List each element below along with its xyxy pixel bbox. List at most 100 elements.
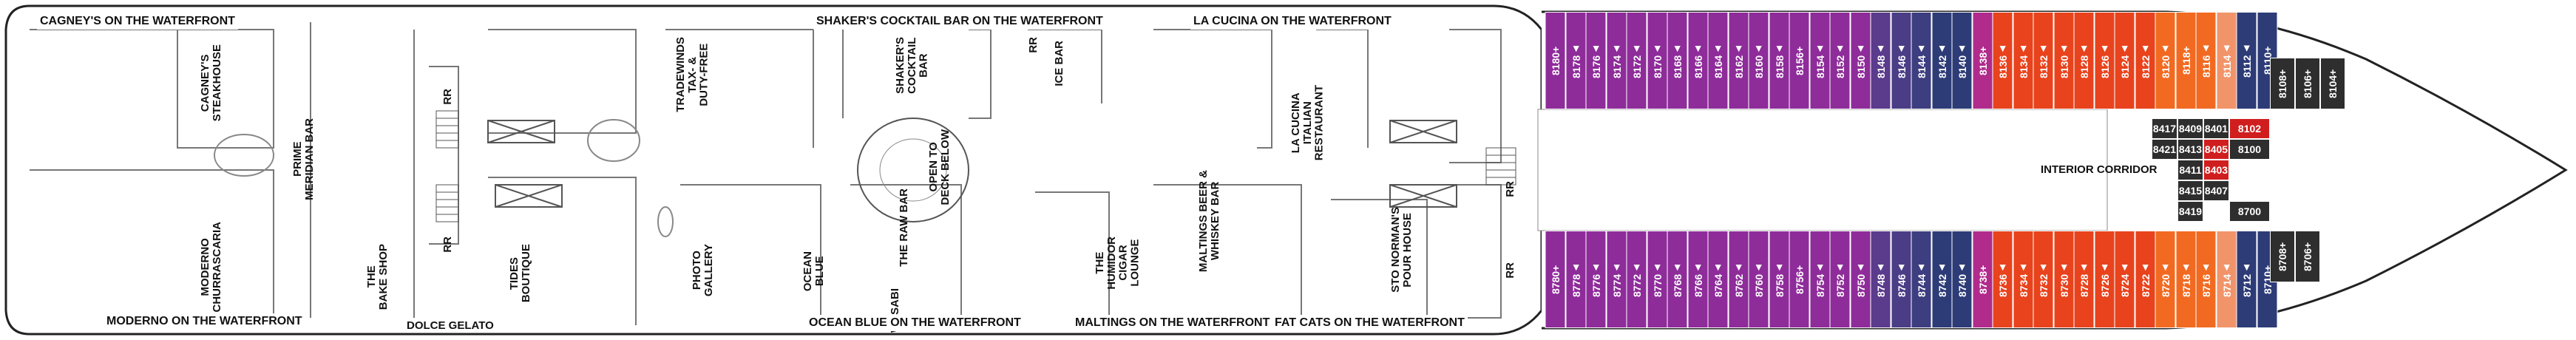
- ice-bar-label: ICE BAR: [1053, 41, 1065, 86]
- interior-suite[interactable]: 8419: [2177, 201, 2203, 222]
- interior-suite[interactable]: 8421: [2152, 139, 2177, 160]
- interior-suite[interactable]: 8403: [2203, 160, 2229, 180]
- interior-suite[interactable]: 8700: [2229, 201, 2270, 222]
- la-cucina-waterfront-label: LA CUCINA ON THE WATERFRONT: [1190, 13, 1394, 30]
- interior-suite[interactable]: 8100: [2229, 139, 2270, 160]
- planter: [587, 119, 640, 162]
- port-cabin[interactable]: 8126▲: [2094, 12, 2115, 109]
- restroom-label-4: RR: [1504, 181, 1516, 197]
- port-cabin[interactable]: 8156+: [1789, 12, 1810, 109]
- port-cabin[interactable]: 8172▲: [1627, 12, 1647, 109]
- starboard-cabin[interactable]: 8718▲: [2175, 231, 2196, 328]
- interior-suite[interactable]: 8411: [2177, 160, 2203, 180]
- interior-suite[interactable]: 8102: [2229, 118, 2270, 139]
- port-bow-cabin[interactable]: 8106+: [2295, 58, 2320, 109]
- port-cabin[interactable]: 8114▲: [2216, 12, 2237, 109]
- starboard-cabin[interactable]: 8770▲: [1647, 231, 1667, 328]
- interior-suite[interactable]: 8405: [2203, 139, 2229, 160]
- starboard-cabin[interactable]: 8720▲: [2155, 231, 2176, 328]
- starboard-bow-cabin[interactable]: 8708+: [2270, 231, 2295, 282]
- starboard-cabin[interactable]: 8776▲: [1586, 231, 1607, 328]
- starboard-cabin[interactable]: 8742▲: [1931, 231, 1952, 328]
- port-bow-cabin[interactable]: 8104+: [2320, 58, 2345, 109]
- port-cabin[interactable]: 8148▲: [1871, 12, 1891, 109]
- port-cabin[interactable]: 8124▲: [2115, 12, 2135, 109]
- starboard-cabin[interactable]: 8728▲: [2074, 231, 2095, 328]
- port-cabin[interactable]: 8164▲: [1708, 12, 1729, 109]
- port-cabin[interactable]: 8178▲: [1565, 12, 1586, 109]
- port-cabin[interactable]: 8158▲: [1769, 12, 1789, 109]
- starboard-cabin[interactable]: 8764▲: [1708, 231, 1729, 328]
- photo-gallery-label: PHOTO GALLERY: [691, 244, 715, 297]
- interior-suite[interactable]: 8417: [2152, 118, 2177, 139]
- starboard-cabin[interactable]: 8716▲: [2196, 231, 2217, 328]
- starboard-cabin[interactable]: 8762▲: [1728, 231, 1749, 328]
- starboard-cabin[interactable]: 8734▲: [2013, 231, 2033, 328]
- port-cabin[interactable]: 8174▲: [1606, 12, 1627, 109]
- starboard-cabin[interactable]: 8712▲: [2237, 231, 2257, 328]
- starboard-cabin[interactable]: 8730▲: [2053, 231, 2074, 328]
- port-cabin[interactable]: 8162▲: [1728, 12, 1749, 109]
- port-cabin[interactable]: 8132▲: [2033, 12, 2054, 109]
- starboard-cabin[interactable]: 8778▲: [1565, 231, 1586, 328]
- port-cabin[interactable]: 8180+: [1545, 12, 1566, 109]
- port-cabin[interactable]: 8122▲: [2135, 12, 2155, 109]
- port-cabin[interactable]: 8130▲: [2053, 12, 2074, 109]
- port-cabin[interactable]: 8176▲: [1586, 12, 1607, 109]
- port-cabin[interactable]: 8152▲: [1830, 12, 1851, 109]
- interior-suite[interactable]: 8415: [2177, 180, 2203, 201]
- port-cabin[interactable]: 8154▲: [1809, 12, 1830, 109]
- interior-suite[interactable]: 8401: [2203, 118, 2229, 139]
- starboard-cabin[interactable]: 8738+: [1972, 231, 1993, 328]
- port-cabin[interactable]: 8168▲: [1667, 12, 1688, 109]
- starboard-cabin[interactable]: 8732▲: [2033, 231, 2054, 328]
- port-cabin[interactable]: 8160▲: [1749, 12, 1769, 109]
- starboard-cabin[interactable]: 8744▲: [1911, 231, 1932, 328]
- starboard-cabin[interactable]: 8714▲: [2216, 231, 2237, 328]
- starboard-cabin[interactable]: 8758▲: [1769, 231, 1789, 328]
- planter-boxes: [487, 120, 1457, 208]
- interior-suite[interactable]: 8413: [2177, 139, 2203, 160]
- port-cabin[interactable]: 8144▲: [1911, 12, 1932, 109]
- port-cabin[interactable]: 8112▲: [2237, 12, 2257, 109]
- port-cabin[interactable]: 8118+: [2175, 12, 2196, 109]
- starboard-cabin[interactable]: 8768▲: [1667, 231, 1688, 328]
- restroom-label-3: RR: [1027, 37, 1040, 53]
- port-cabin[interactable]: 8120▲: [2155, 12, 2176, 109]
- starboard-cabin[interactable]: 8722▲: [2135, 231, 2155, 328]
- cagneys-waterfront-label: CAGNEY'S ON THE WATERFRONT: [37, 13, 238, 30]
- starboard-cabin[interactable]: 8760▲: [1749, 231, 1769, 328]
- starboard-cabin[interactable]: 8750▲: [1850, 231, 1871, 328]
- interior-suite[interactable]: 8407: [2203, 180, 2229, 201]
- starboard-cabin[interactable]: 8726▲: [2094, 231, 2115, 328]
- port-cabin[interactable]: 8134▲: [2013, 12, 2033, 109]
- starboard-cabin[interactable]: 8756+: [1789, 231, 1810, 328]
- port-cabin[interactable]: 8140▲: [1952, 12, 1973, 109]
- starboard-cabin[interactable]: 8766▲: [1687, 231, 1708, 328]
- port-cabin[interactable]: 8136▲: [1993, 12, 2013, 109]
- starboard-cabin[interactable]: 8752▲: [1830, 231, 1851, 328]
- port-cabin[interactable]: 8128▲: [2074, 12, 2095, 109]
- starboard-cabin[interactable]: 8748▲: [1871, 231, 1891, 328]
- starboard-cabin[interactable]: 8736▲: [1993, 231, 2013, 328]
- starboard-cabin[interactable]: 8746▲: [1891, 231, 1911, 328]
- port-cabin[interactable]: 8138+: [1972, 12, 1993, 109]
- round-table: [214, 134, 274, 177]
- starboard-cabin[interactable]: 8772▲: [1627, 231, 1647, 328]
- port-cabin[interactable]: 8166▲: [1687, 12, 1708, 109]
- port-cabin[interactable]: 8142▲: [1931, 12, 1952, 109]
- starboard-cabin[interactable]: 8724▲: [2115, 231, 2135, 328]
- port-cabin[interactable]: 8146▲: [1891, 12, 1911, 109]
- tradewinds-label: TRADEWINDS TAX- & DUTY-FREE: [674, 37, 711, 112]
- starboard-bow-cabin[interactable]: 8706+: [2295, 231, 2320, 282]
- port-bow-cabin[interactable]: 8108+: [2270, 58, 2295, 109]
- port-cabin[interactable]: 8116▲: [2196, 12, 2217, 109]
- prime-meridian-bar-label: PRIME MERIDIAN BAR: [291, 118, 316, 200]
- starboard-cabin[interactable]: 8774▲: [1606, 231, 1627, 328]
- starboard-cabin[interactable]: 8754▲: [1809, 231, 1830, 328]
- port-cabin[interactable]: 8170▲: [1647, 12, 1667, 109]
- port-cabin[interactable]: 8150▲: [1850, 12, 1871, 109]
- starboard-cabin[interactable]: 8780+: [1545, 231, 1566, 328]
- interior-suite[interactable]: 8409: [2177, 118, 2203, 139]
- starboard-cabin[interactable]: 8740▲: [1952, 231, 1973, 328]
